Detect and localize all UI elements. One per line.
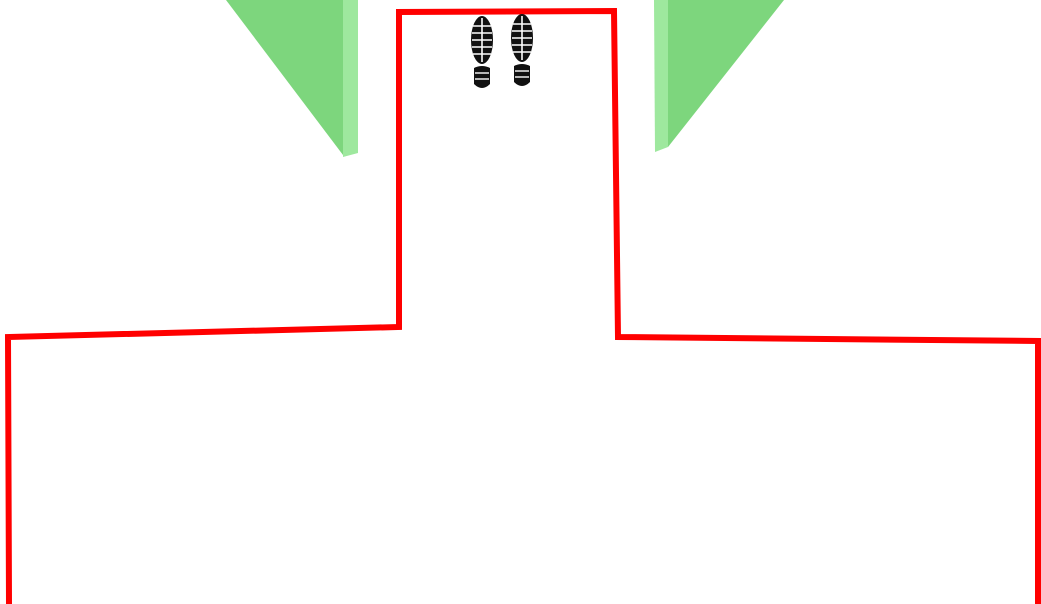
left-panel-edge [343,0,358,157]
right-panel-edge [654,0,668,152]
standing-zone-boundary [8,11,1038,604]
footprint-left-icon [471,16,493,88]
left-green-panel [226,0,358,157]
footprint-right-icon [511,14,533,86]
right-green-panel [654,0,784,152]
left-panel-face [226,0,343,155]
right-panel-face [668,0,784,147]
